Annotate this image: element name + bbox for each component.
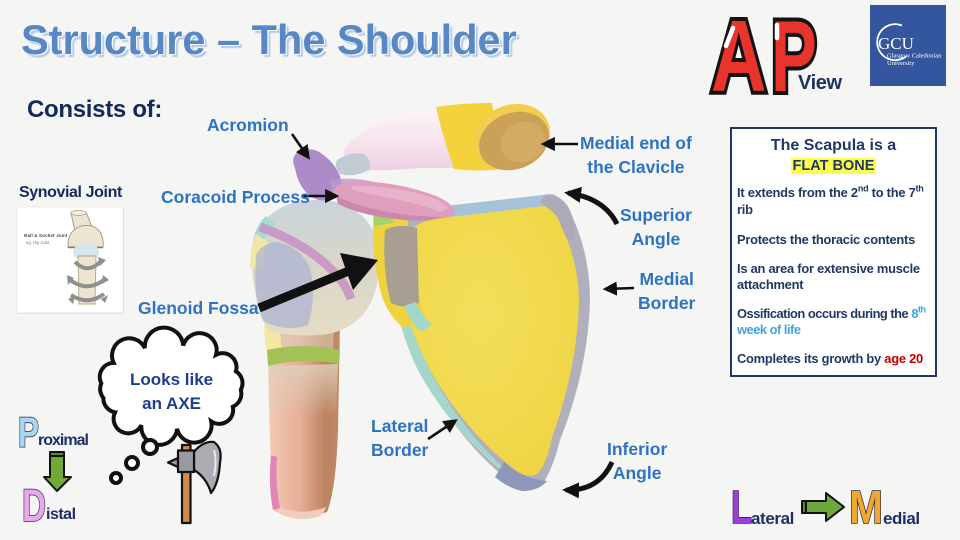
svg-text:Glasgow Caledonian: Glasgow Caledonian [887,53,942,60]
svg-text:University: University [887,60,915,67]
svg-text:D: D [22,480,46,531]
svg-text:Ball & Socket Joint: Ball & Socket Joint [24,233,68,239]
svg-text:L: L [731,481,752,533]
svg-text:A: A [711,1,766,114]
svg-text:P: P [18,409,39,457]
svg-text:GCU: GCU [878,34,914,53]
svg-text:eg. Hip Joint: eg. Hip Joint [26,240,50,245]
svg-text:M: M [849,481,883,533]
svg-text:P: P [771,1,817,113]
